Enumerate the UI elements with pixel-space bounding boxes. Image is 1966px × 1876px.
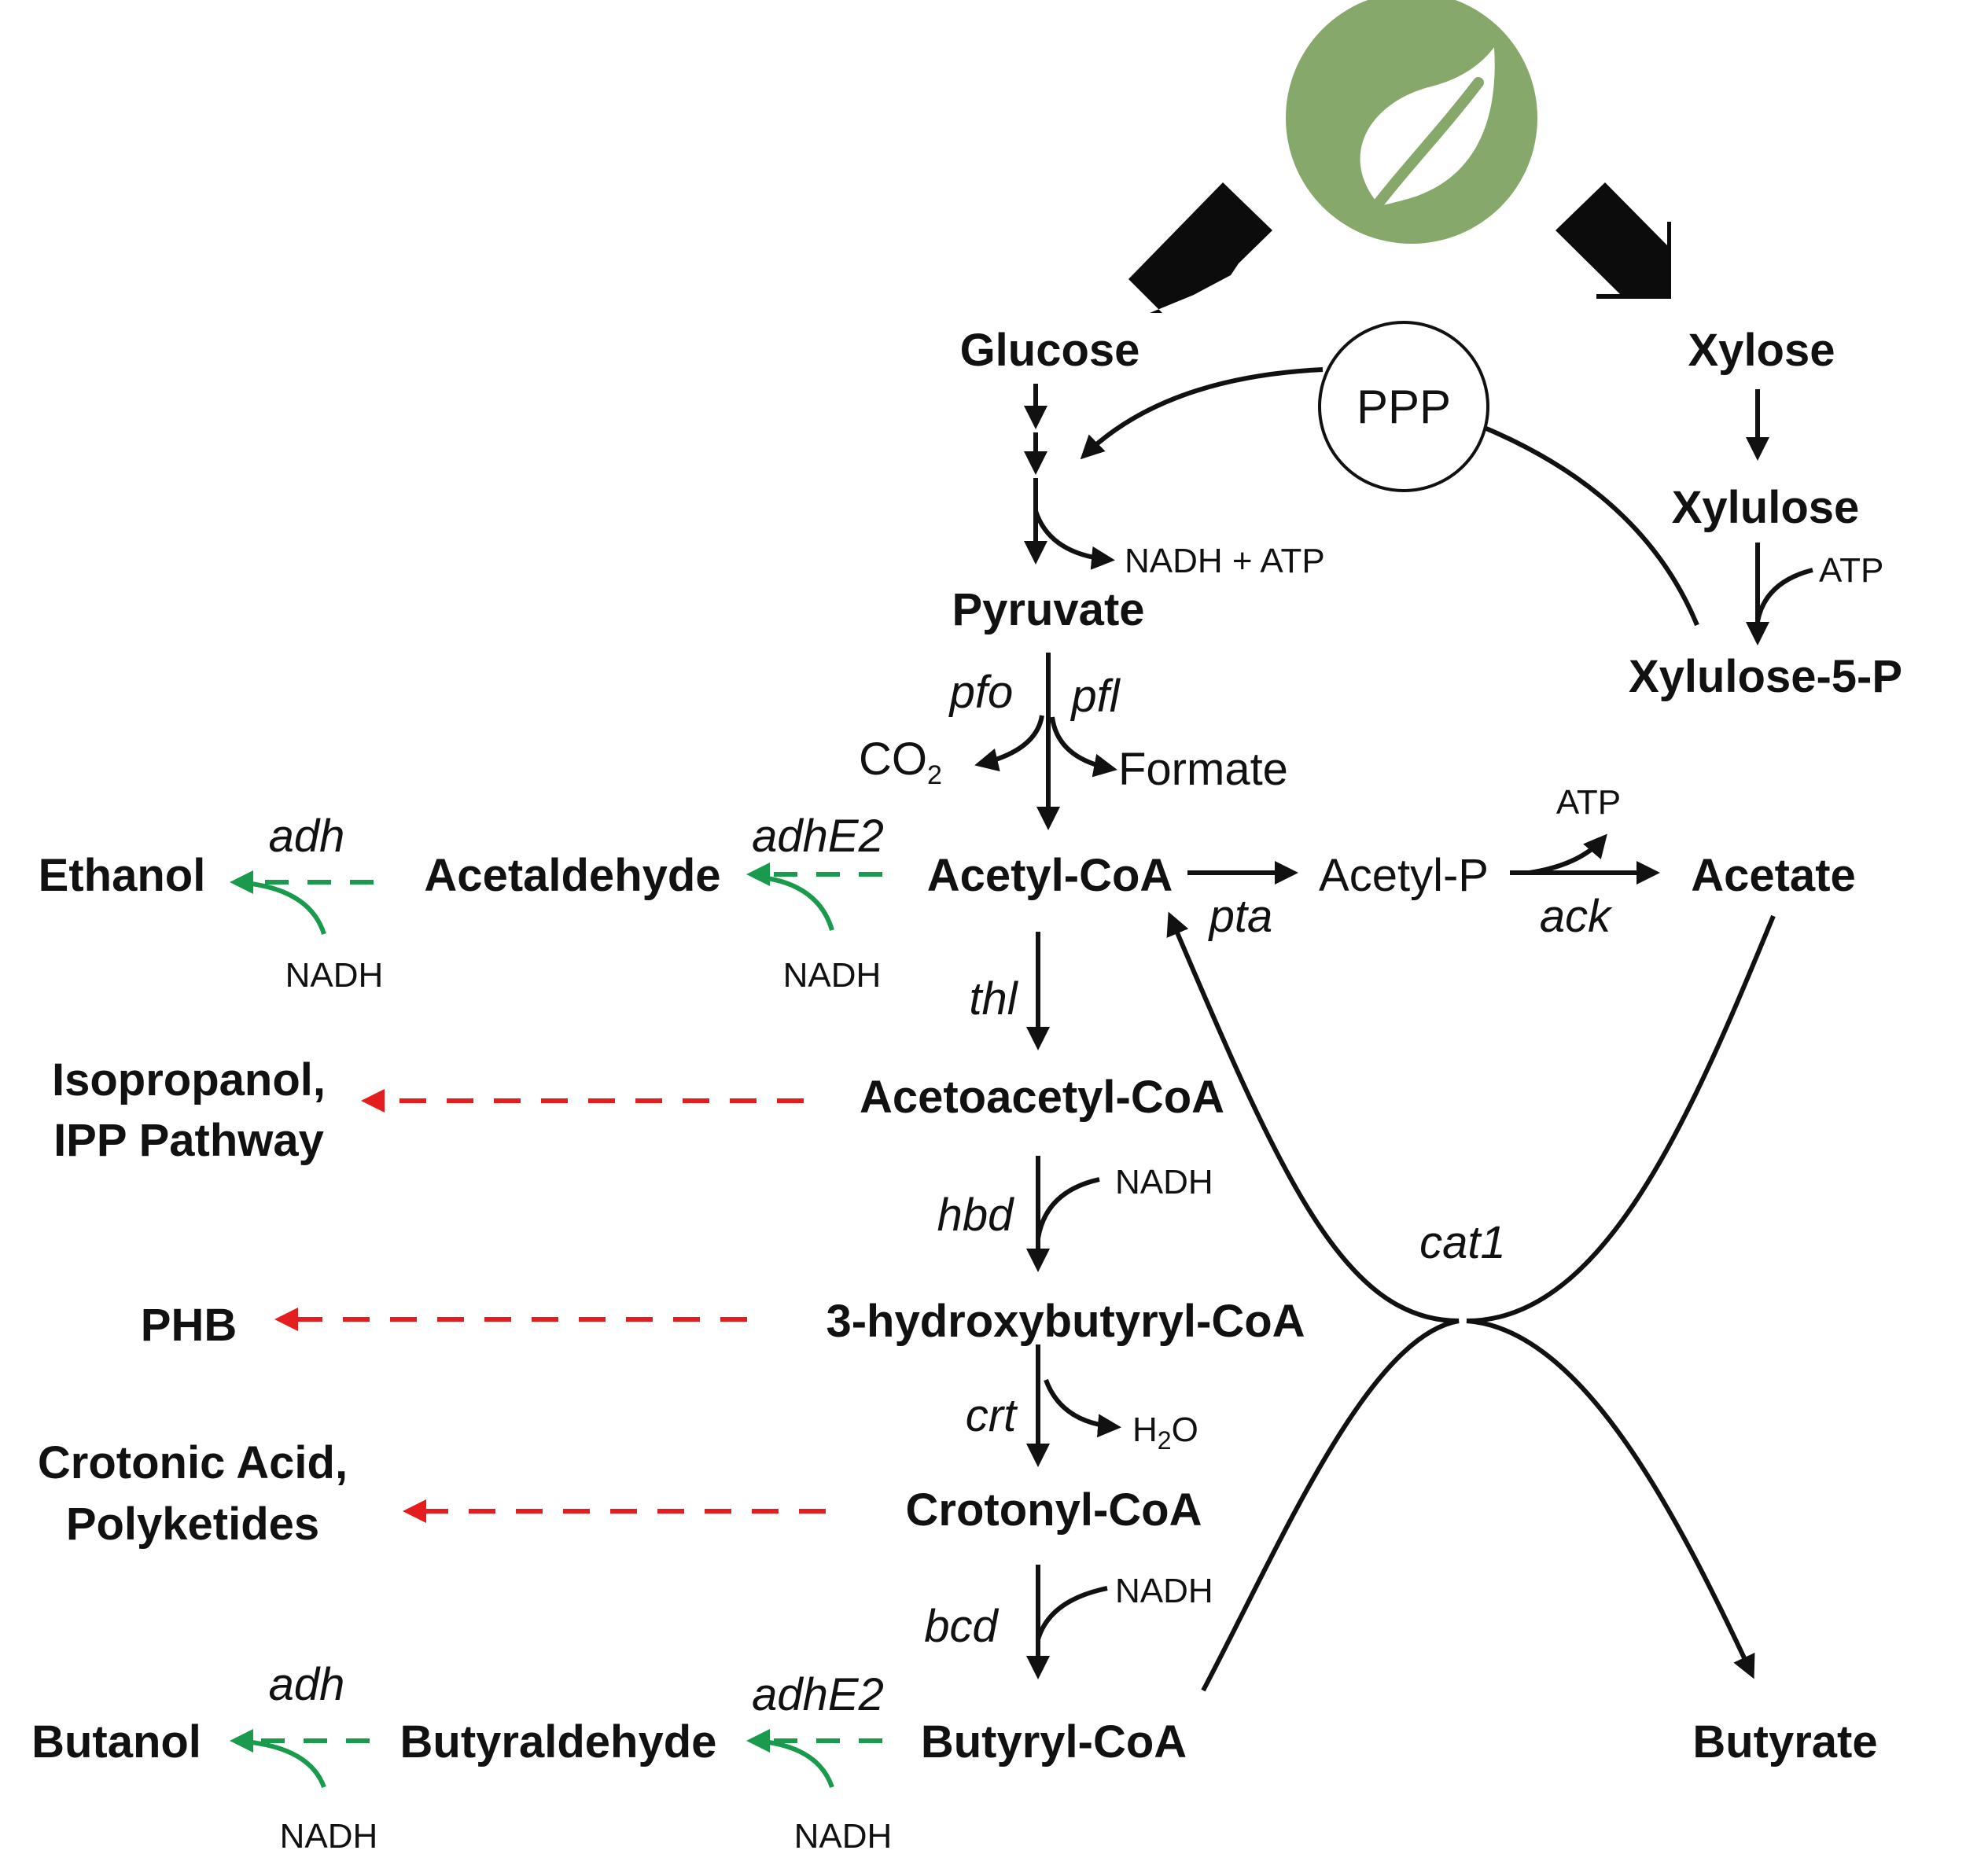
enzyme-adh-bottom: adh	[269, 1659, 345, 1710]
butyraldehyde-label: Butyraldehyde	[400, 1716, 717, 1767]
butyrate-label: Butyrate	[1692, 1716, 1877, 1767]
enzyme-adh-top: adh	[269, 811, 345, 862]
h2o-label: H2O	[1132, 1411, 1198, 1455]
acetate-label: Acetate	[1691, 850, 1856, 901]
hydroxybutyryl-coa-label: 3-hydroxybutyryl-CoA	[826, 1296, 1305, 1347]
leaf-icon	[1360, 47, 1495, 222]
xylulose-atp-curve	[1755, 568, 1813, 622]
atp-ack-label: ATP	[1556, 783, 1621, 822]
bcd-nadh-curve	[1036, 1586, 1108, 1640]
xylose-label: Xylose	[1688, 325, 1835, 376]
nadh-atp-arrow	[1033, 510, 1115, 570]
enzyme-pfo: pfo	[948, 667, 1014, 718]
nadh-butyraldehyde-label: NADH	[794, 1817, 893, 1856]
biomass-to-xylose-arrow	[1555, 182, 1671, 299]
adh-top-nadh-curve	[235, 880, 326, 935]
nadh-acetaldehyde-label: NADH	[783, 956, 882, 995]
enzyme-hbd: hbd	[937, 1190, 1015, 1241]
ppp-node: PPP	[1318, 321, 1489, 492]
enzyme-pta: pta	[1208, 891, 1273, 942]
polyketides-label: Polyketides	[66, 1499, 319, 1550]
nadh-atp-label: NADH + ATP	[1125, 542, 1325, 580]
ppp-xylulose5p-link	[1485, 426, 1699, 627]
pyruvate-label: Pyruvate	[952, 584, 1144, 635]
biomass-to-glucose-arrow	[1128, 182, 1272, 313]
cat1-butyrylcoa-to-acetylcoa	[1166, 911, 1460, 1692]
adhE2-bottom-nadh-curve	[754, 1738, 834, 1789]
crotonyl-coa-label: Crotonyl-CoA	[906, 1484, 1202, 1536]
ipp-pathway-label: IPP Pathway	[53, 1115, 324, 1166]
co2-label: CO2	[859, 734, 942, 790]
h2o-arrow	[1044, 1378, 1121, 1438]
cat1-acetate-to-butyrate	[1466, 914, 1776, 1679]
enzyme-adhE2-top: adhE2	[752, 811, 884, 862]
phb-label: PHB	[141, 1300, 237, 1351]
ppp-label: PPP	[1357, 381, 1451, 433]
ppp-to-glycolysis-arrow	[1080, 367, 1324, 460]
acetoacetyl-coa-label: Acetoacetyl-CoA	[860, 1072, 1224, 1123]
butyryl-coa-label: Butyryl-CoA	[921, 1716, 1187, 1767]
xylulose-label: Xylulose	[1672, 482, 1860, 533]
nadh-bcd-label: NADH	[1115, 1572, 1213, 1610]
glucose-label: Glucose	[960, 325, 1140, 376]
hbd-nadh-curve	[1036, 1177, 1100, 1239]
enzyme-ack: ack	[1540, 891, 1613, 942]
formate-label: Formate	[1118, 744, 1288, 795]
butanol-label: Butanol	[31, 1716, 201, 1767]
acetyl-p-label: Acetyl-P	[1319, 850, 1489, 901]
enzyme-adhE2-bottom: adhE2	[752, 1669, 884, 1720]
co2-arrow	[974, 715, 1044, 772]
enzyme-thl: thl	[969, 973, 1018, 1024]
biomass-leaf-badge	[1286, 0, 1537, 244]
xylulose5p-label: Xylulose-5-P	[1629, 651, 1902, 702]
nadh-hbd-label: NADH	[1115, 1163, 1213, 1201]
enzyme-crt: crt	[966, 1390, 1018, 1441]
enzyme-pfl: pfl	[1070, 671, 1121, 722]
acetaldehyde-label: Acetaldehyde	[424, 850, 720, 901]
atp-xylulose-label: ATP	[1819, 551, 1883, 590]
nadh-ethanol-label: NADH	[285, 956, 384, 995]
formate-arrow	[1050, 716, 1117, 778]
atp-ack-arrow	[1529, 833, 1607, 875]
acetyl-coa-label: Acetyl-CoA	[927, 850, 1173, 901]
enzyme-bcd: bcd	[924, 1601, 999, 1652]
crotonic-acid-label: Crotonic Acid,	[38, 1437, 348, 1488]
adh-bottom-nadh-curve	[235, 1738, 326, 1789]
nadh-butanol-label: NADH	[280, 1817, 378, 1856]
isopropanol-label: Isopropanol,	[52, 1054, 326, 1105]
ethanol-label: Ethanol	[39, 850, 206, 901]
enzyme-cat1: cat1	[1419, 1217, 1506, 1268]
adhE2-top-nadh-curve	[754, 874, 834, 931]
